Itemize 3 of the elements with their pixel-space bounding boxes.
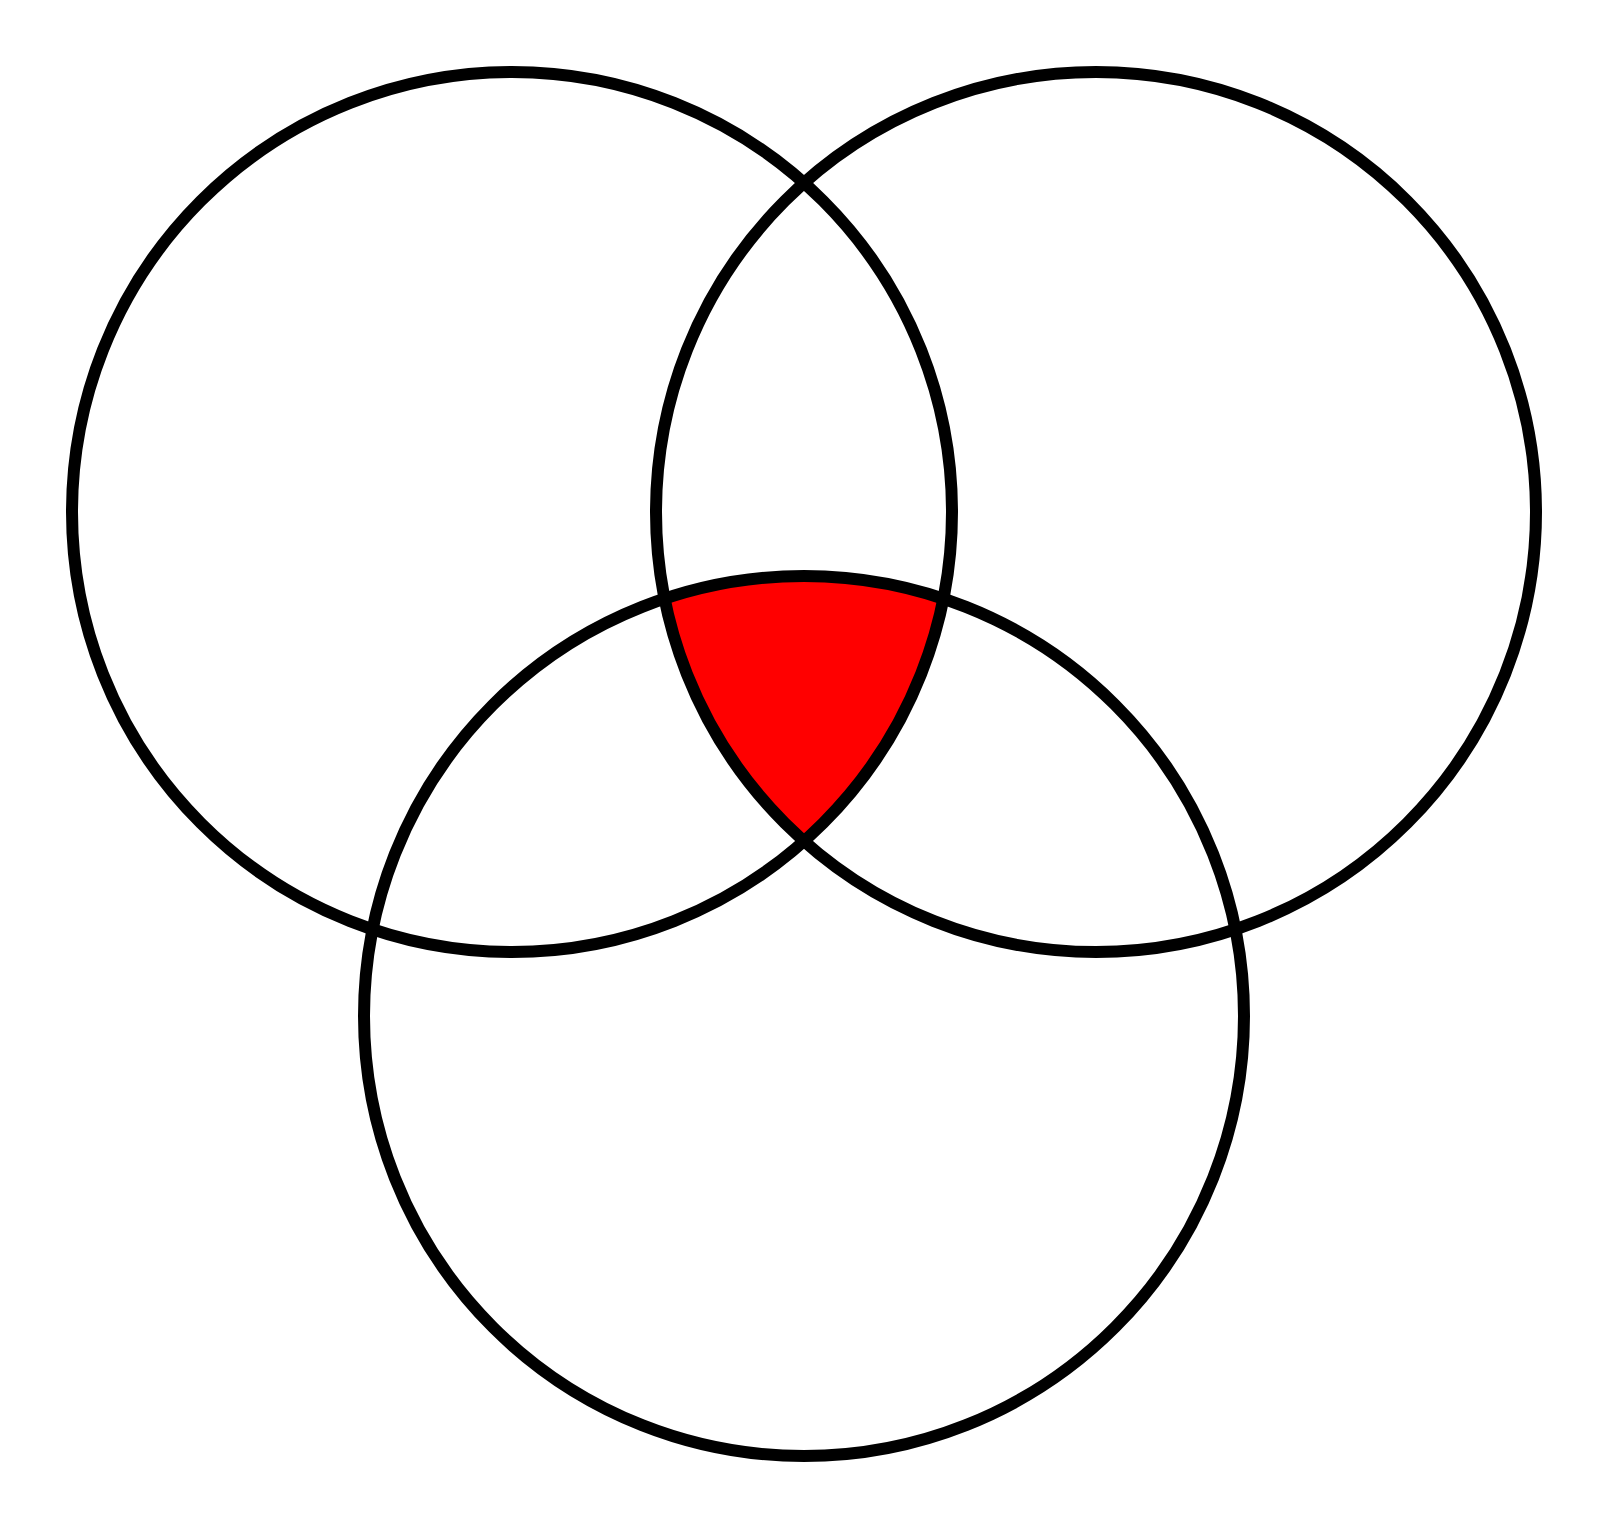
venn-circle <box>644 60 1548 964</box>
venn-circle <box>60 60 964 964</box>
venn-circle <box>352 564 1256 1468</box>
